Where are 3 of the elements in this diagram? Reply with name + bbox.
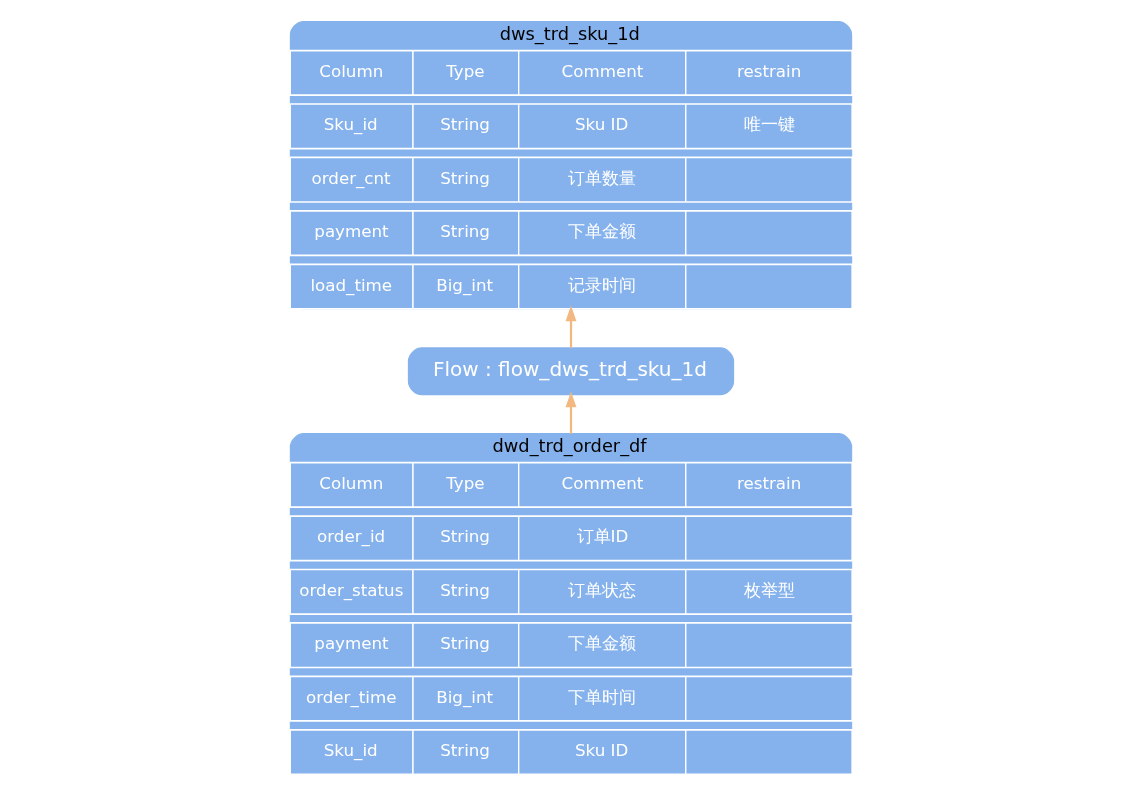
- arrow: [565, 391, 577, 434]
- node-box: Flow : flow_dws_trd_sku_1d: [407, 347, 735, 396]
- arrow: [565, 305, 577, 348]
